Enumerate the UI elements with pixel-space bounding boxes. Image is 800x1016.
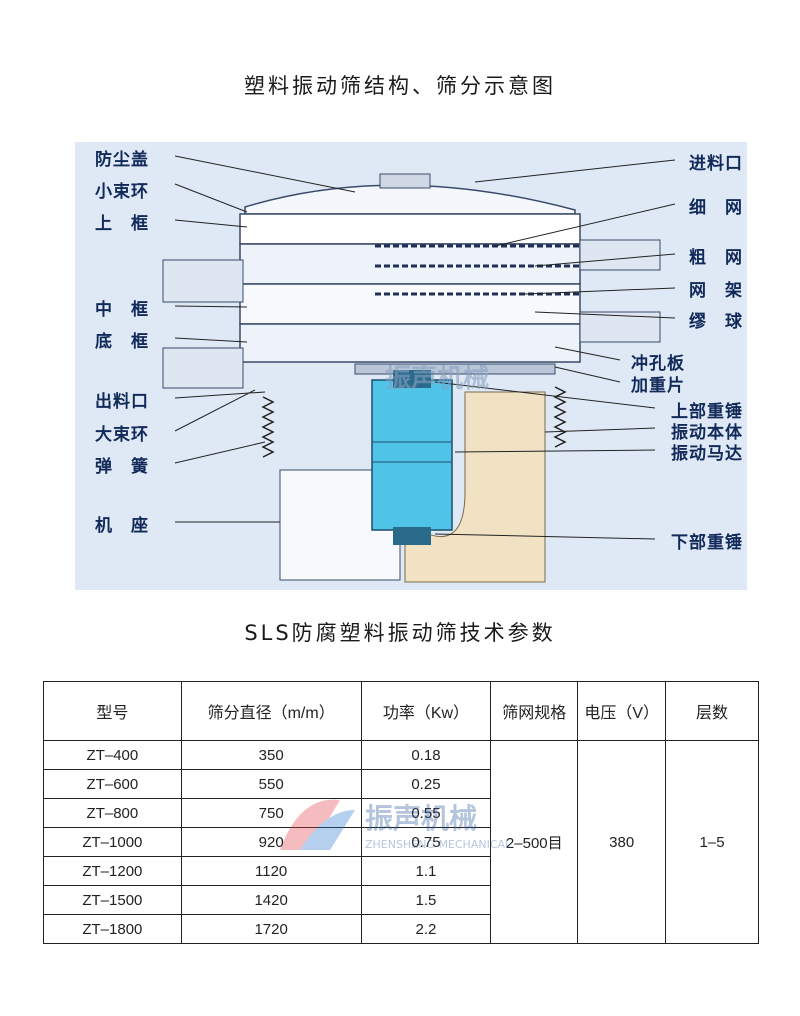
label-outlet: 出料口	[95, 392, 149, 412]
cell-power: 0.75	[360, 827, 492, 857]
cell-diameter: 1420	[180, 885, 362, 915]
label-vibration-body: 振动本体	[671, 423, 743, 443]
cell-diameter: 350	[180, 740, 362, 770]
label-weight-plate: 加重片	[631, 376, 685, 396]
label-upper-weight: 上部重锤	[671, 402, 743, 422]
label-top-frame: 上 框	[95, 214, 149, 234]
table-row: ZT–1800 1720 2.2	[43, 914, 759, 944]
table-row: ZT–400 350 0.18 2–500目 380 1–5	[43, 740, 759, 944]
vibrating-screen-illustration: 振声机械	[162, 155, 676, 583]
table-watermark-en: ZHENSHENG MECHANICAL	[365, 838, 512, 851]
label-vibration-motor: 振动马达	[671, 444, 743, 464]
label-large-clamp: 大束环	[95, 425, 149, 445]
header-model: 型号	[43, 681, 182, 741]
table-header-row: 型号 筛分直径（m/m） 功率（Kw） 筛网规格 电压（V） 层数	[43, 681, 759, 741]
cell-model: ZT–400	[43, 740, 182, 770]
specs-title: SLS防腐塑料振动筛技术参数	[244, 621, 556, 645]
label-mesh-frame: 网 架	[689, 281, 743, 301]
label-bouncing-ball: 缪 球	[689, 312, 743, 332]
cell-model: ZT–1200	[43, 856, 182, 886]
spec-table: 型号 筛分直径（m/m） 功率（Kw） 筛网规格 电压（V） 层数 ZT–400…	[43, 681, 759, 944]
cell-model: ZT–1000	[43, 827, 182, 857]
cell-model: ZT–800	[43, 798, 182, 828]
table-watermark-text: 振声机械	[365, 802, 477, 835]
table-watermark-logo: 振声机械 ZHENSHENG MECHANICAL	[280, 799, 512, 851]
cell-model: ZT–1800	[43, 914, 182, 944]
label-fine-mesh: 细 网	[689, 198, 743, 218]
header-voltage: 电压（V）	[577, 681, 667, 741]
cell-diameter: 1120	[180, 856, 362, 886]
cell-power: 2.2	[360, 914, 492, 944]
header-mesh: 筛网规格	[490, 681, 579, 741]
cell-power: 0.18	[360, 740, 492, 770]
header-power: 功率（Kw）	[360, 681, 492, 741]
label-bottom-frame: 底 框	[95, 332, 149, 352]
cell-model: ZT–600	[43, 769, 182, 799]
cell-diameter: 1720	[180, 914, 362, 944]
label-coarse-mesh: 粗 网	[689, 248, 743, 268]
cell-power: 0.25	[360, 769, 492, 799]
label-dust-cover: 防尘盖	[95, 150, 149, 170]
cell-layers-merged: 1–5	[665, 740, 759, 944]
label-base: 机 座	[95, 516, 149, 536]
cell-power: 1.1	[360, 856, 492, 886]
cell-voltage-merged: 380	[577, 740, 667, 944]
label-lower-weight: 下部重锤	[671, 533, 743, 553]
label-spring: 弹 簧	[95, 457, 149, 477]
header-layers: 层数	[665, 681, 759, 741]
label-small-clamp: 小束环	[95, 182, 149, 202]
table-row: ZT–1200 1120 1.1	[43, 856, 759, 886]
table-row: ZT–1500 1420 1.5	[43, 885, 759, 915]
cell-diameter: 920	[180, 827, 362, 857]
label-middle-frame: 中 框	[95, 300, 149, 320]
cell-model: ZT–1500	[43, 885, 182, 915]
cell-diameter: 550	[180, 769, 362, 799]
cell-power: 1.5	[360, 885, 492, 915]
cell-mesh-merged: 2–500目	[490, 740, 579, 944]
label-perforated-plate: 冲孔板	[631, 354, 685, 374]
structure-diagram: 振声机械 防尘盖 小束环 上 框 中 框 底 框 出料口 大束环 弹 簧 机 座…	[75, 142, 747, 590]
diagram-watermark: 振声机械	[385, 364, 489, 394]
structure-title: 塑料振动筛结构、筛分示意图	[244, 74, 556, 98]
header-diameter: 筛分直径（m/m）	[180, 681, 362, 741]
label-inlet: 进料口	[689, 154, 743, 174]
